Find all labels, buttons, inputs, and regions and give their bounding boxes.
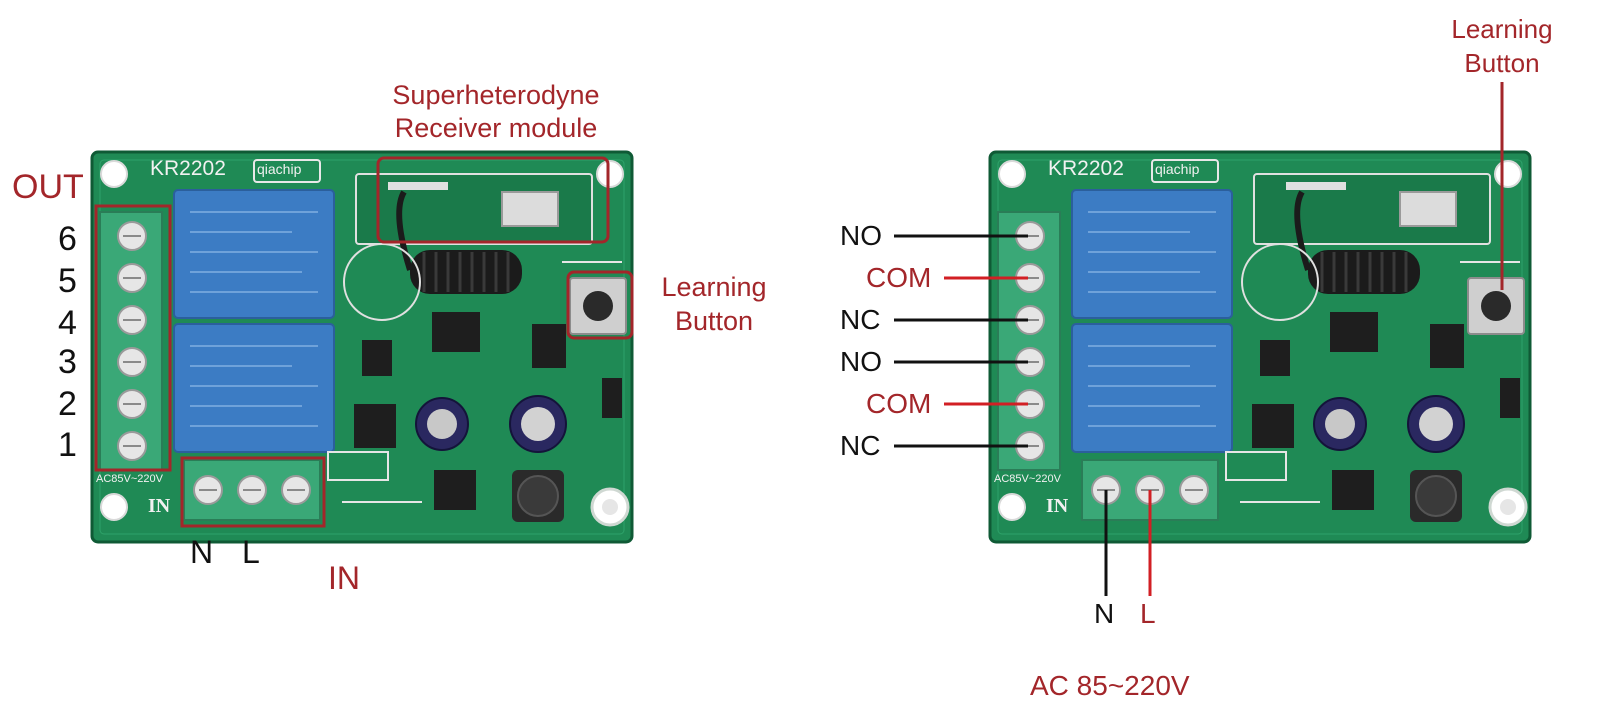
left-l-label: L	[242, 534, 260, 570]
receiver-module-highlight	[376, 156, 610, 244]
wire-label-com-1: COM	[866, 262, 932, 293]
out-wires	[894, 234, 1028, 448]
pin-label-4: 4	[58, 304, 77, 342]
module-label-line2: Receiver module	[394, 113, 598, 143]
left-board-brand-print: qiachip	[257, 161, 302, 177]
right-n-label: N	[1094, 598, 1115, 629]
left-board-in-print: IN	[148, 495, 171, 517]
out-label: OUT	[12, 168, 84, 206]
left-board	[92, 152, 632, 542]
right-l-label: L	[1140, 598, 1156, 629]
module-label-line1: Superheterodyne	[392, 80, 600, 110]
left-board-model-print: KR2202	[150, 157, 226, 180]
out-terminal-highlight	[94, 204, 172, 472]
ac-voltage-label: AC 85~220V	[1030, 670, 1190, 701]
left-learning-label-line1: Learning	[661, 272, 767, 302]
pin-label-1: 1	[58, 426, 77, 464]
right-board	[990, 152, 1530, 542]
right-board-voltage-print: AC85V~220V	[994, 473, 1061, 485]
pin-label-2: 2	[58, 385, 77, 423]
right-learning-label-line2: Button	[1464, 48, 1540, 78]
right-learning-label-line1: Learning	[1451, 14, 1553, 44]
left-board-voltage-print: AC85V~220V	[96, 473, 163, 485]
left-n-label: N	[190, 534, 214, 570]
pin-label-6: 6	[58, 220, 77, 258]
left-in-label: IN	[328, 560, 360, 596]
learning-button-highlight	[566, 270, 634, 340]
right-board-in-print: IN	[1046, 495, 1069, 517]
right-board-model-print: KR2202	[1048, 157, 1124, 180]
wire-label-no-2: NO	[840, 346, 882, 377]
pin-label-5: 5	[58, 262, 77, 300]
right-board-brand-print: qiachip	[1155, 161, 1200, 177]
wire-label-nc-1: NC	[840, 304, 881, 335]
wire-label-com-2: COM	[866, 388, 932, 419]
left-learning-label-line2: Button	[674, 306, 754, 336]
wire-label-nc-2: NC	[840, 430, 881, 461]
wire-label-no-1: NO	[840, 220, 882, 251]
pin-label-3: 3	[58, 343, 77, 381]
in-terminal-highlight	[180, 456, 326, 528]
